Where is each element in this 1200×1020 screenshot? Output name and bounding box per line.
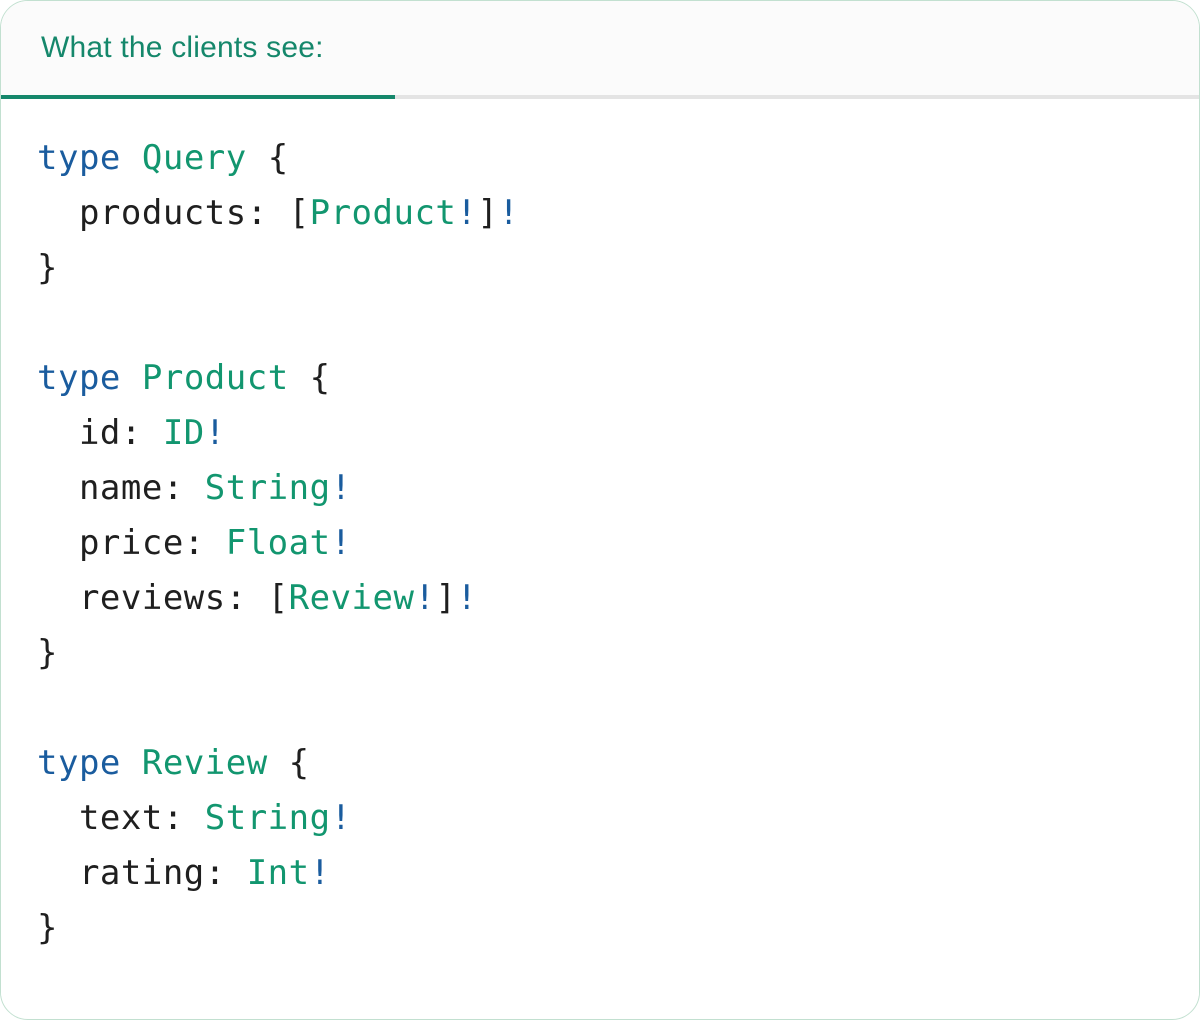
code-token-kw: type (37, 358, 121, 398)
code-token-bang: ! (330, 468, 352, 508)
code-token-bang: ! (330, 523, 352, 563)
code-token-plain: { (267, 743, 310, 783)
code-line: rating: Int! (37, 846, 1159, 901)
code-line: reviews: [Review!]! (37, 571, 1159, 626)
code-panel: type Query { products: [Product!]!} type… (1, 99, 1199, 996)
code-token-plain: rating: (37, 853, 247, 893)
code-token-plain: } (37, 633, 58, 673)
code-token-type: Product (141, 358, 289, 398)
code-block: type Query { products: [Product!]!} type… (37, 131, 1159, 956)
code-line: price: Float! (37, 516, 1159, 571)
code-line: } (37, 626, 1159, 681)
code-line: id: ID! (37, 406, 1159, 461)
code-token-plain: text: (37, 798, 205, 838)
code-token-plain: } (37, 248, 58, 288)
code-line: type Review { (37, 736, 1159, 791)
code-line: products: [Product!]! (37, 186, 1159, 241)
active-tab-indicator (1, 95, 395, 99)
code-token-plain: id: (37, 413, 163, 453)
code-line: name: String! (37, 461, 1159, 516)
code-token-bang: ! (309, 853, 331, 893)
code-token-type: Review (141, 743, 268, 783)
code-token-type: String (204, 468, 331, 508)
tab-label: What the clients see: (41, 31, 324, 64)
code-line (37, 681, 1159, 736)
code-token-type: ID (162, 413, 205, 453)
code-token-bang: ! (204, 413, 226, 453)
code-token-plain: price: (37, 523, 226, 563)
code-token-type: String (204, 798, 331, 838)
code-token-kw: type (37, 138, 121, 178)
code-token-bang: ! (456, 578, 478, 618)
tab-bar: What the clients see: (1, 1, 1199, 99)
code-token-plain (121, 358, 142, 398)
code-line: } (37, 241, 1159, 296)
code-token-plain: { (288, 358, 331, 398)
code-token-type: Int (246, 853, 310, 893)
code-token-plain: products: [ (37, 193, 310, 233)
code-token-type: Product (309, 193, 457, 233)
code-line: type Product { (37, 351, 1159, 406)
code-token-plain: ] (435, 578, 457, 618)
code-token-kw: type (37, 743, 121, 783)
code-token-type: Query (141, 138, 247, 178)
code-token-bang: ! (414, 578, 436, 618)
code-token-plain: reviews: [ (37, 578, 289, 618)
code-token-type: Float (225, 523, 331, 563)
code-token-bang: ! (456, 193, 478, 233)
code-token-bang: ! (330, 798, 352, 838)
code-line (37, 296, 1159, 351)
code-token-plain (121, 743, 142, 783)
code-token-plain: name: (37, 468, 205, 508)
tab-what-clients-see[interactable]: What the clients see: (1, 1, 330, 95)
code-token-bang: ! (498, 193, 520, 233)
code-token-type: Review (288, 578, 415, 618)
code-line: } (37, 901, 1159, 956)
code-token-plain (121, 138, 142, 178)
code-token-plain: } (37, 908, 58, 948)
code-token-plain: { (246, 138, 289, 178)
code-token-plain: ] (477, 193, 499, 233)
code-line: text: String! (37, 791, 1159, 846)
code-line: type Query { (37, 131, 1159, 186)
